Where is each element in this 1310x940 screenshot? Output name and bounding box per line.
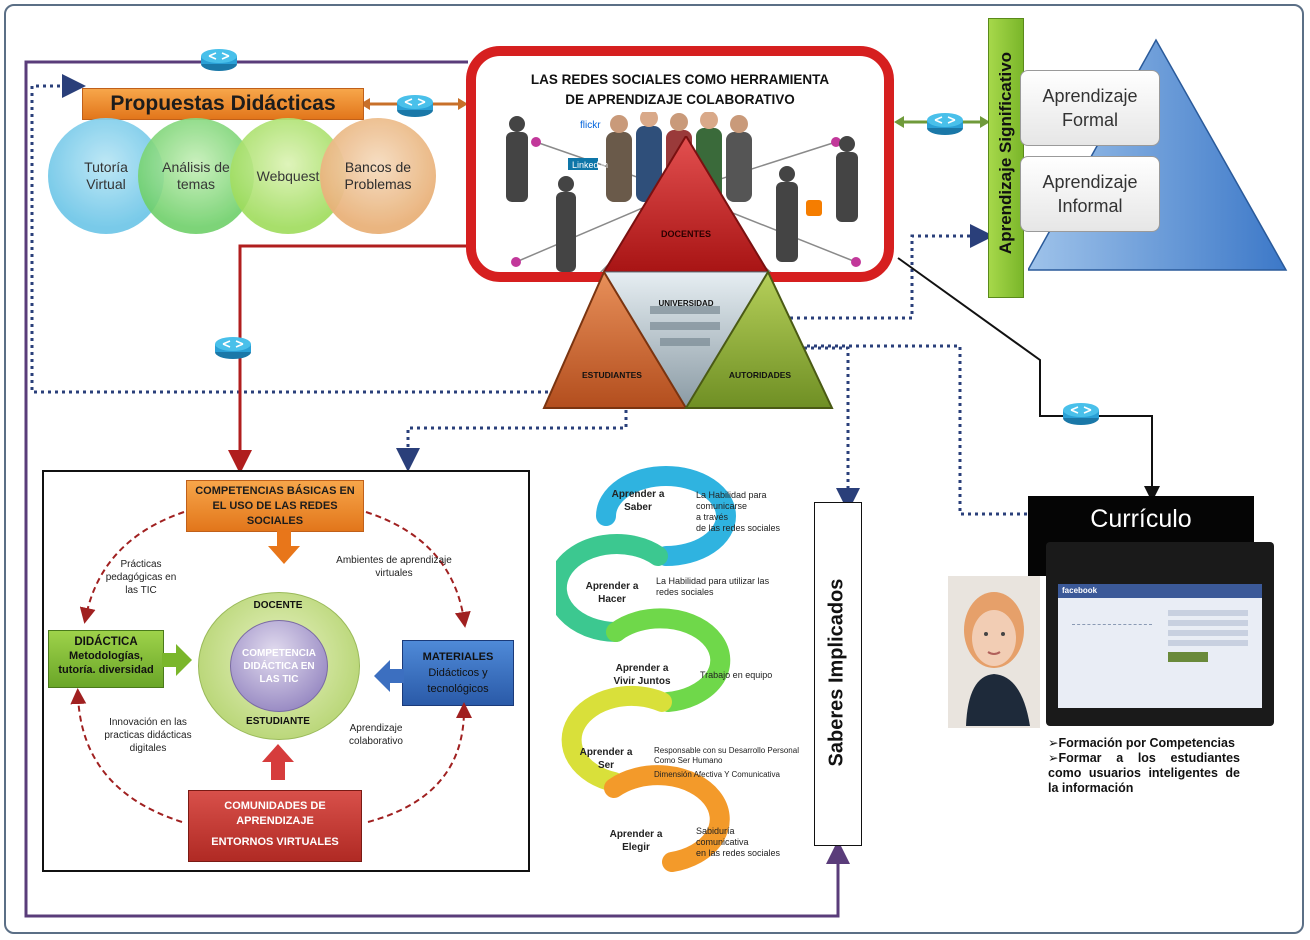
propuestas-header-label: Propuestas Didácticas (110, 92, 336, 115)
autoridades-label: AUTORIDADES (728, 370, 792, 380)
step-ser: Aprender a Ser (579, 747, 633, 771)
dotted-competencias-connector (396, 410, 628, 472)
saber-desc-2: a través (696, 512, 729, 522)
facebook-logo: facebook (1062, 586, 1098, 595)
monitor: facebook (1046, 542, 1274, 726)
comunidades-line2: ENTORNOS VIRTUALES (211, 836, 339, 848)
competencias-cycle-arrows (70, 511, 472, 823)
competencia-center-label: COMPETENCIA DIDÁCTICA EN LAS TIC (242, 647, 316, 685)
dotted-left-connector (30, 74, 618, 394)
propuesta-label: Tutoría Virtual (84, 159, 128, 192)
arrow-up-icon (262, 744, 294, 780)
dotted-saberes-connector (790, 346, 860, 512)
elegir-desc-2: en las redes sociales (696, 848, 781, 858)
comunidades-box: COMUNIDADES DE APRENDIZAJE ENTORNOS VIRT… (188, 790, 362, 862)
competencias-basicas-label: COMPETENCIAS BÁSICAS EN EL USO DE LAS RE… (195, 484, 355, 527)
comunidades-line1: COMUNIDADES DE APRENDIZAJE (224, 800, 326, 827)
step-saber: Aprender a Saber (611, 489, 665, 513)
aprendizaje-informal-label: Aprendizaje Informal (1042, 172, 1138, 216)
docente-label: DOCENTE (253, 600, 303, 611)
panel-title-line2: DE APRENDIZAJE COLABORATIVO (565, 92, 795, 107)
saberes-implicados-label: Saberes Implicados (825, 578, 848, 767)
router-icon (927, 113, 963, 135)
propuestas-header: Propuestas Didácticas (82, 88, 364, 120)
docentes-label: DOCENTES (660, 229, 711, 239)
triangle-autoridades (684, 269, 834, 409)
monitor-screen: facebook (1058, 584, 1262, 708)
ser-desc-2: Dimensión Afectiva Y Comunicativa (654, 770, 780, 779)
curriculo-bullet-2: ➢Formar a los estudiantes como usuarios … (1048, 751, 1240, 795)
note-colaborativo: Aprendizaje colaborativo (349, 723, 403, 747)
note-practicas: Prácticas pedagógicas en las TIC (105, 559, 177, 596)
saberes-implicados-bar: Saberes Implicados (814, 502, 862, 846)
propuesta-label: Bancos de Problemas (344, 159, 412, 192)
router-icon (215, 337, 251, 359)
purple-loop-connector (24, 60, 850, 918)
didactica-box: DIDÁCTICA Metodologías, tutoría. diversi… (48, 630, 164, 688)
curriculo-bullets: ➢Formación por Competencias ➢Formar a lo… (1048, 736, 1240, 796)
universidad-label: UNIVERSIDAD (658, 299, 714, 308)
materiales-box: MATERIALES Didácticos y tecnológicos (402, 640, 514, 706)
linkedin-logo: Linked in (572, 160, 608, 170)
vivir-desc: Trabajo en equipo (700, 670, 773, 680)
woman-photo (948, 576, 1040, 728)
competencias-basicas-box: COMPETENCIAS BÁSICAS EN EL USO DE LAS RE… (186, 480, 364, 532)
curriculo-bullet-1: ➢Formación por Competencias (1048, 736, 1235, 750)
didactica-title: DIDÁCTICA (74, 636, 138, 648)
arrow-left-icon (374, 660, 404, 692)
estudiante-label: ESTUDIANTE (246, 716, 310, 727)
note-innovacion: Innovación en las practicas didácticas d… (104, 717, 192, 754)
facebook-header: facebook (1058, 584, 1262, 598)
hacer-desc: La Habilidad para utilizar las redes soc… (656, 576, 770, 597)
materiales-sub: Didácticos y tecnológicos (427, 667, 489, 695)
step-vivir: Aprender a Vivir Juntos (613, 663, 671, 687)
competencia-inner-circle: COMPETENCIA DIDÁCTICA EN LAS TIC (230, 620, 328, 712)
saber-desc-3: de las redes sociales (696, 523, 781, 533)
black-curriculo-connector (897, 257, 1160, 502)
didactica-sub: Metodologías, tutoría. diversidad (58, 650, 154, 676)
note-ambientes: Ambientes de aprendizaje virtuales (336, 555, 452, 579)
diagram-frame (4, 4, 1304, 934)
ser-desc: Responsable con su Desarrollo Personal C… (654, 746, 810, 780)
dotted-informal-connector (790, 224, 994, 320)
saber-desc-1: La Habilidad para comunicarse (696, 490, 767, 511)
arrow-right-icon (162, 644, 192, 676)
step-hacer: Aprender a Hacer (585, 581, 639, 605)
propuesta-label: Webquest (256, 167, 320, 184)
dotted-curriculo-connector (800, 344, 1084, 526)
triangle-docentes (602, 136, 770, 273)
router-icon (397, 95, 433, 117)
aprendizaje-significativo-bar: Aprendizaje Significativo (988, 18, 1024, 298)
step-elegir: Aprender a Elegir (609, 829, 663, 853)
propuesta-label: Análisis de temas (162, 159, 230, 192)
ser-desc-1: Responsable con su Desarrollo Personal C… (654, 746, 799, 765)
saber-desc: La Habilidad para comunicarse a través d… (696, 490, 814, 534)
router-icon (201, 49, 237, 71)
triangle-estudiantes (542, 269, 688, 409)
red-down-connector (228, 244, 466, 474)
actors-triangles (542, 136, 834, 409)
panel-title: LAS REDES SOCIALES COMO HERRAMIENTA DE A… (476, 70, 884, 110)
estudiantes-label: ESTUDIANTES (582, 370, 642, 380)
arrow-down-icon (268, 530, 300, 564)
aprendizaje-formal-box: Aprendizaje Formal (1020, 70, 1160, 146)
router-icon (1063, 403, 1099, 425)
aprendizaje-informal-box: Aprendizaje Informal (1020, 156, 1160, 232)
aprendizaje-formal-label: Aprendizaje Formal (1042, 86, 1138, 130)
materiales-title: MATERIALES (422, 651, 494, 663)
aprendizaje-significativo-label: Aprendizaje Significativo (996, 51, 1015, 255)
elegir-desc-1: Sabiduría comunicativa (696, 826, 749, 847)
panel-title-line1: LAS REDES SOCIALES COMO HERRAMIENTA (530, 72, 830, 87)
saberes-spiral (556, 466, 736, 872)
flickr-logo: flickr (580, 120, 601, 131)
elegir-desc: Sabiduría comunicativa en las redes soci… (696, 826, 816, 859)
propuesta-bancos: Bancos de Problemas (320, 118, 436, 234)
